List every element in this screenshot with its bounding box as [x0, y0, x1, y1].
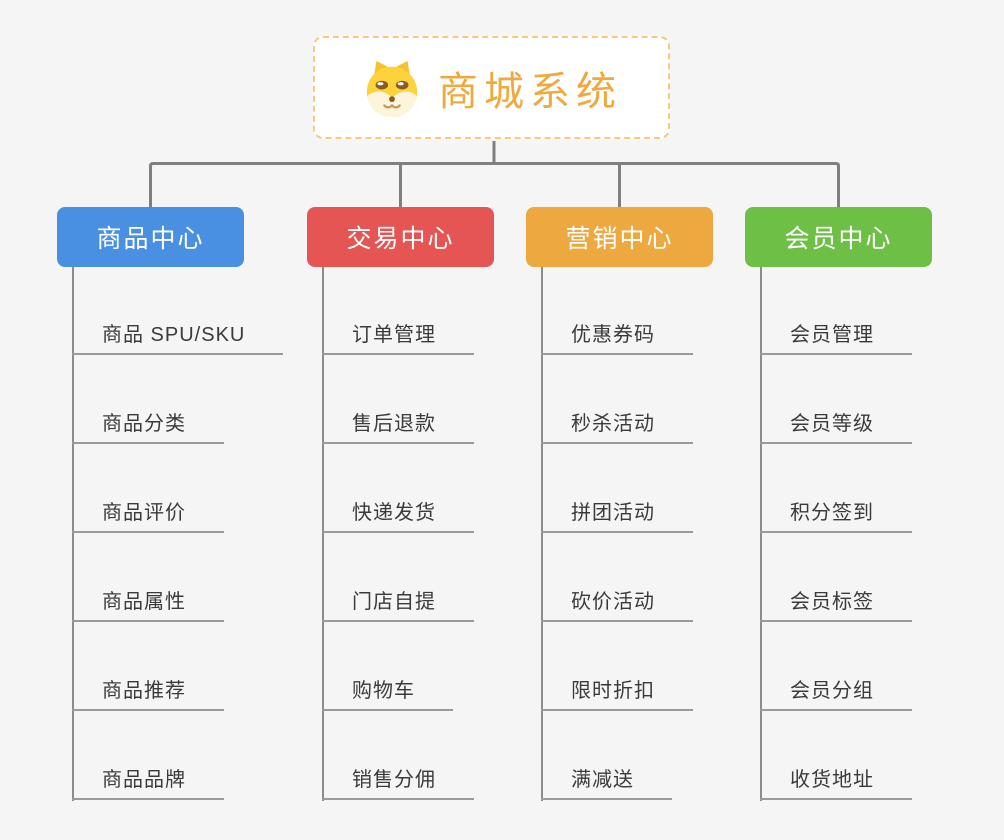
doge-icon: [366, 60, 418, 117]
leaf-node[interactable]: 秒杀活动: [541, 406, 693, 444]
branch-node[interactable]: 营销中心: [526, 207, 713, 267]
leaf-node[interactable]: 拼团活动: [541, 495, 693, 533]
leaf-node[interactable]: 会员等级: [760, 406, 912, 444]
leaf-node[interactable]: 商品推荐: [72, 673, 224, 711]
branch-node[interactable]: 商品中心: [57, 207, 244, 267]
leaf-node[interactable]: 满减送: [541, 762, 672, 800]
leaf-node[interactable]: 会员标签: [760, 584, 912, 622]
branch-trunk-line: [760, 267, 762, 801]
leaf-node[interactable]: 商品分类: [72, 406, 224, 444]
branch-node[interactable]: 交易中心: [307, 207, 494, 267]
leaf-node[interactable]: 门店自提: [322, 584, 474, 622]
branch-node[interactable]: 会员中心: [745, 207, 932, 267]
branch-trunk-line: [322, 267, 324, 801]
leaf-node[interactable]: 快递发货: [322, 495, 474, 533]
leaf-node[interactable]: 砍价活动: [541, 584, 693, 622]
leaf-node[interactable]: 商品品牌: [72, 762, 224, 800]
root-node[interactable]: 商城系统: [313, 36, 670, 139]
leaf-node[interactable]: 限时折扣: [541, 673, 693, 711]
leaf-node[interactable]: 销售分佣: [322, 762, 474, 800]
leaf-node[interactable]: 积分签到: [760, 495, 912, 533]
leaf-node[interactable]: 会员管理: [760, 317, 912, 355]
leaf-node[interactable]: 购物车: [322, 673, 453, 711]
leaf-node[interactable]: 商品 SPU/SKU: [72, 317, 284, 355]
branch-trunk-line: [72, 267, 74, 801]
leaf-node[interactable]: 收货地址: [760, 762, 912, 800]
branch-trunk-line: [541, 267, 543, 801]
leaf-node[interactable]: 商品属性: [72, 584, 224, 622]
leaf-node[interactable]: 优惠券码: [541, 317, 693, 355]
leaf-node[interactable]: 售后退款: [322, 406, 474, 444]
root-title: 商城系统: [438, 69, 622, 114]
leaf-node[interactable]: 会员分组: [760, 673, 912, 711]
leaf-node[interactable]: 商品评价: [72, 495, 224, 533]
leaf-node[interactable]: 订单管理: [322, 317, 474, 355]
